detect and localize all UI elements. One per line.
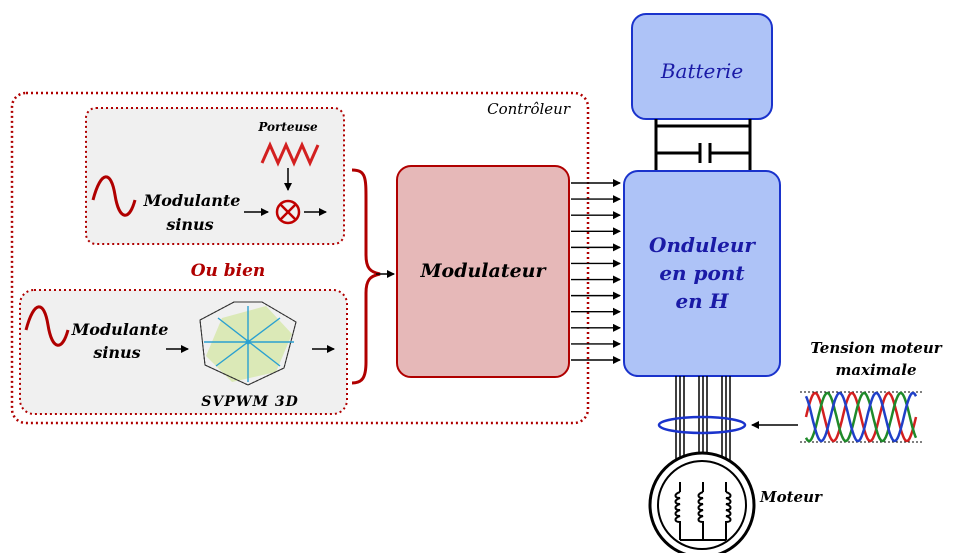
onduleur-line1: Onduleur xyxy=(649,233,756,257)
modulateur-block xyxy=(396,165,570,378)
modulateur-label: Modulateur xyxy=(419,260,547,282)
ou-bien-label: Ou bien xyxy=(191,261,266,281)
motor-icon xyxy=(648,451,756,553)
sine-wave-icon xyxy=(91,175,137,217)
capacitor-icon xyxy=(654,119,752,171)
onduleur-line3: en H xyxy=(675,289,729,313)
pwm-signal-arrows xyxy=(571,179,621,364)
batterie-label: Batterie xyxy=(660,59,743,83)
triangle-carrier-icon xyxy=(260,141,320,167)
phase-wave-3 xyxy=(804,391,918,443)
carrier-pwm-panel xyxy=(85,107,345,245)
modulante-top-line1: Modulante xyxy=(143,191,241,210)
current-sensor-ring-icon xyxy=(657,415,747,435)
svpwm-label: SVPWM 3D xyxy=(201,394,298,410)
modulante-bottom-line1: Modulante xyxy=(71,320,169,339)
phase-wave-2 xyxy=(804,391,918,443)
controller-label: Contrôleur xyxy=(487,100,571,118)
tension-line1: Tension moteur xyxy=(810,339,942,357)
tension-line2: maximale xyxy=(835,361,916,379)
onduleur-line2: en pont xyxy=(659,261,745,285)
three-phase-wave-icon xyxy=(804,391,918,443)
multiplier-icon xyxy=(275,199,301,225)
porteuse-label: Porteuse xyxy=(257,120,318,134)
svpwm-hexagon-icon xyxy=(199,301,297,386)
phase-wave-1 xyxy=(804,391,918,443)
sine-wave-icon-2 xyxy=(24,305,70,347)
moteur-label: Moteur xyxy=(759,488,823,506)
selection-brace xyxy=(351,168,381,385)
modulante-bottom-line2: sinus xyxy=(92,343,140,362)
onduleur-block xyxy=(623,170,781,377)
controller-box xyxy=(10,91,590,425)
modulante-top-line2: sinus xyxy=(165,215,213,234)
batterie-block xyxy=(631,13,773,120)
